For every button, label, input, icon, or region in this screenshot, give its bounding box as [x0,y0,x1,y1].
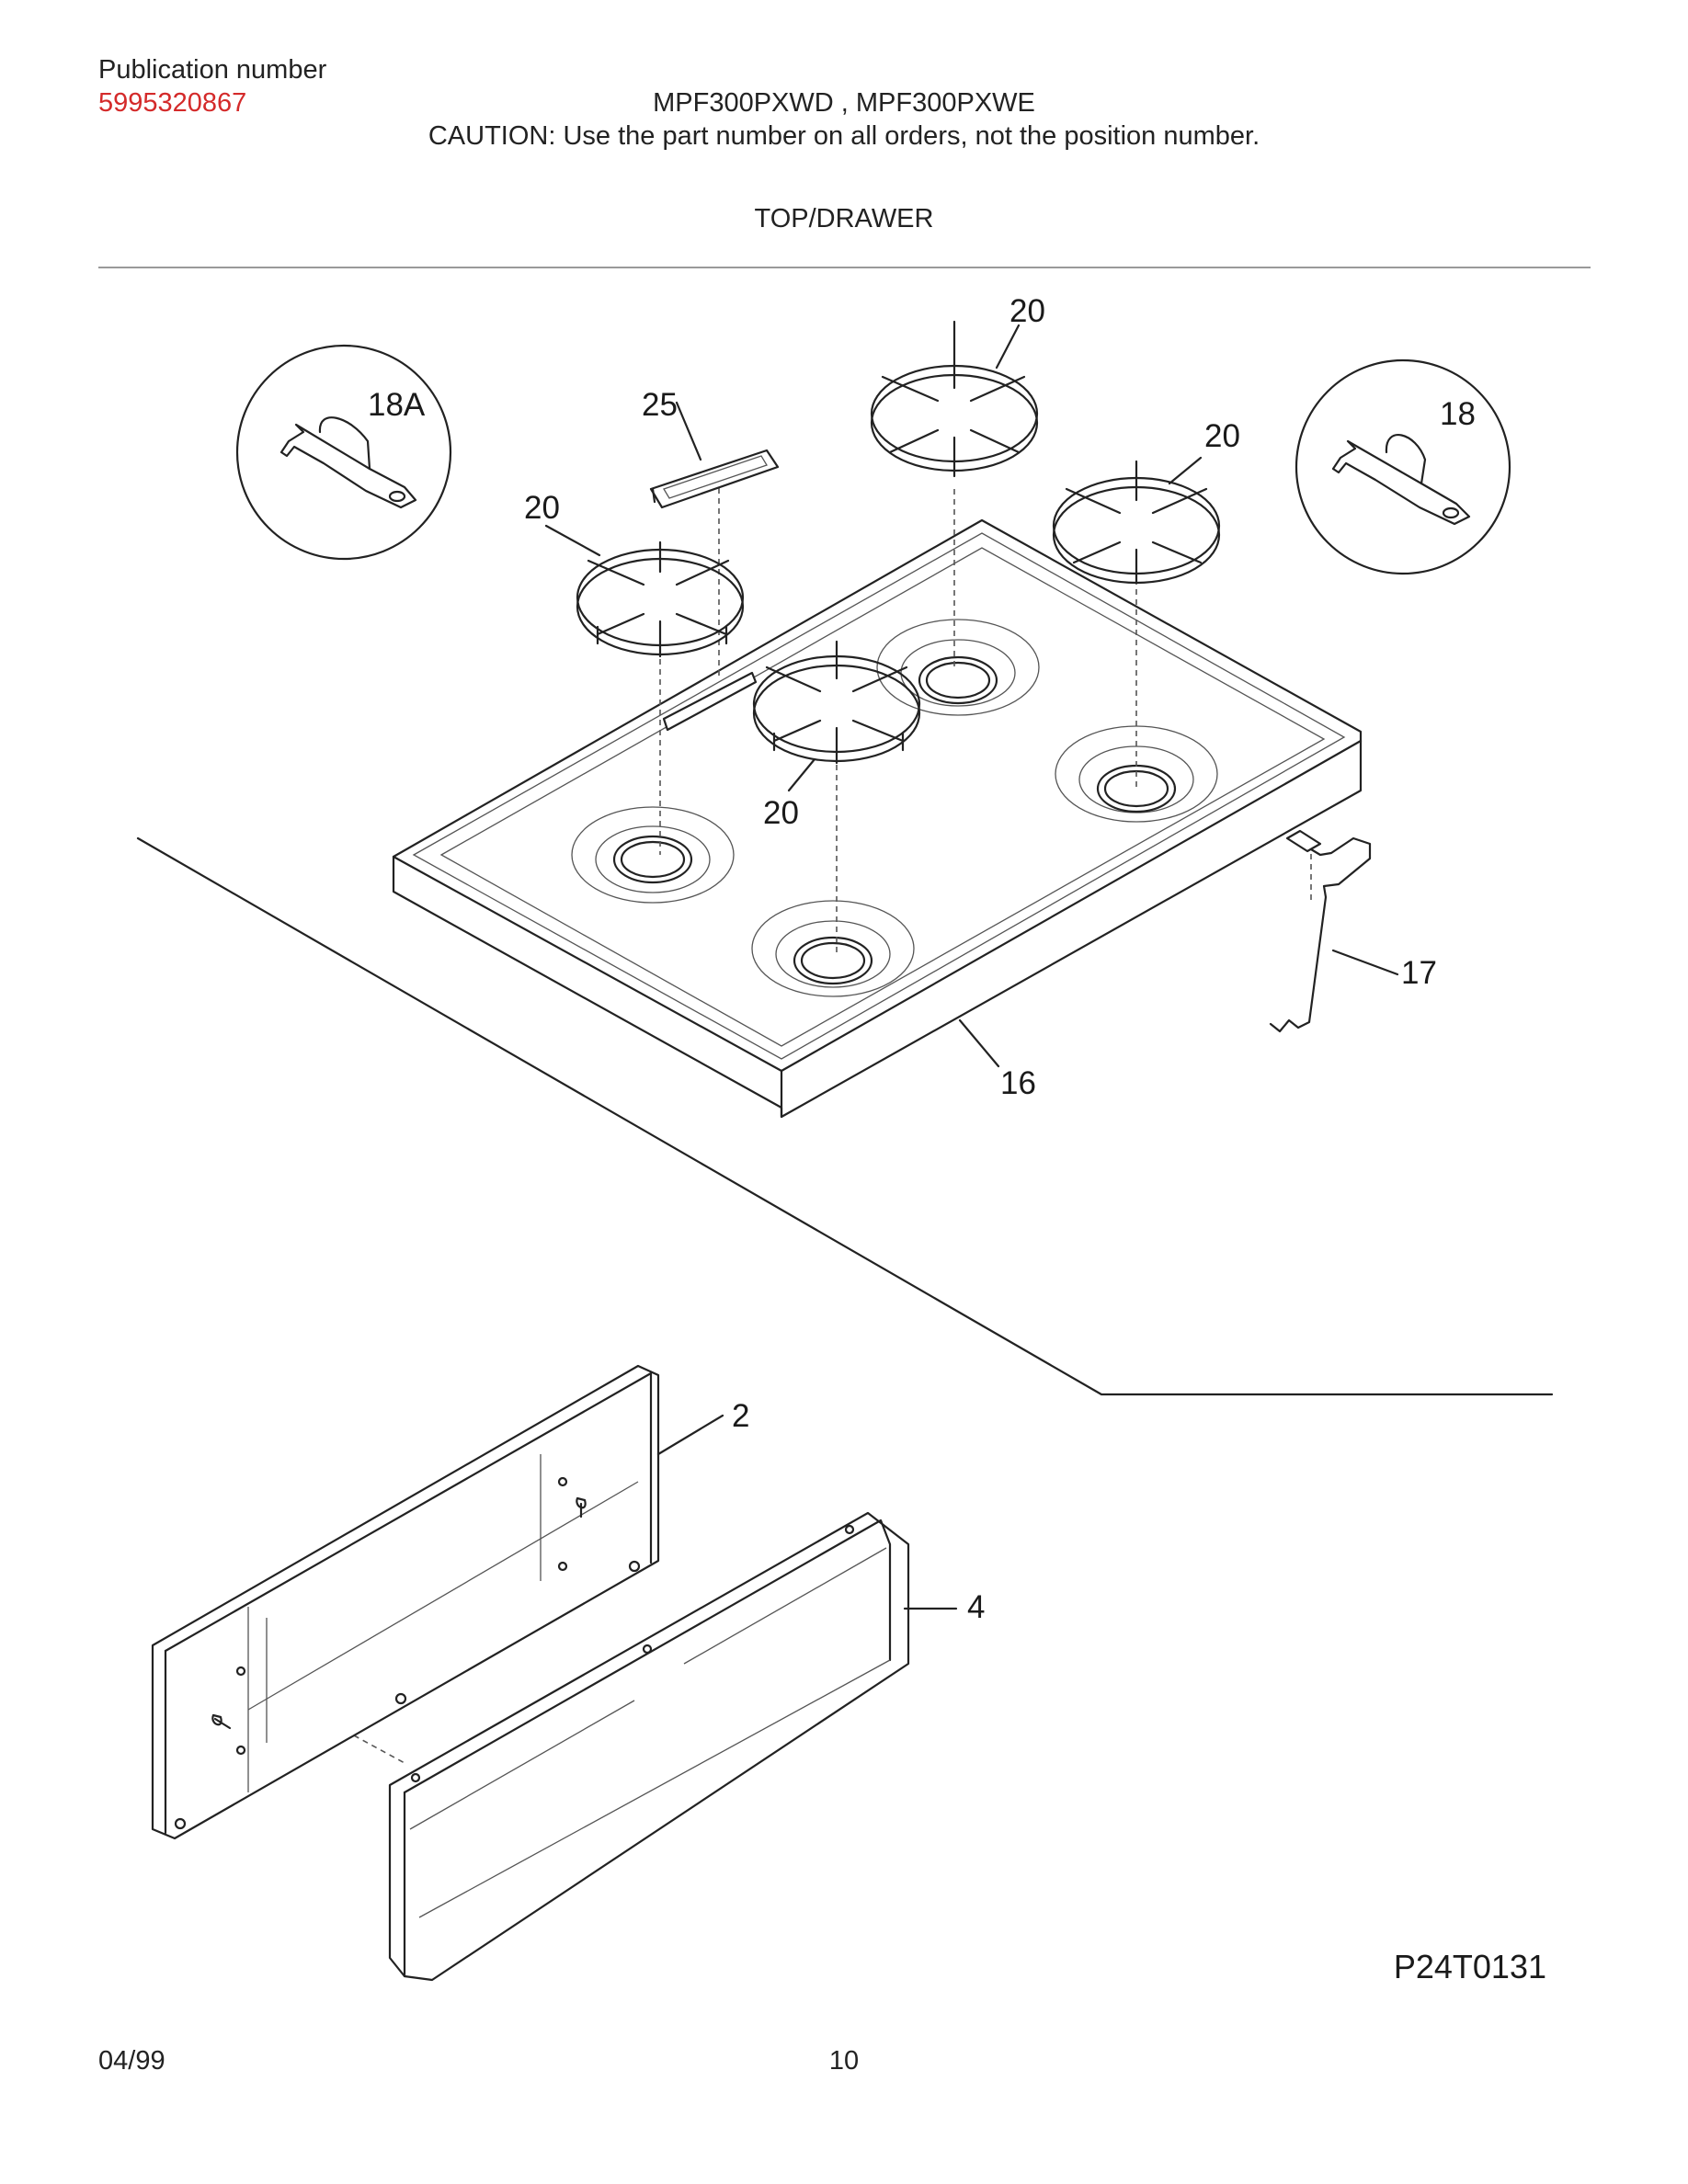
callout-16: 16 [1000,1065,1036,1101]
wire-17 [1269,836,1372,1033]
publication-number: 5995320867 [98,88,247,118]
grate-left [576,540,745,658]
callout-18: 18 [1440,396,1476,432]
grate-center [752,640,921,765]
burner-opening-front-left [571,806,735,904]
grate-top [870,320,1039,478]
panel-2 [151,1364,660,1840]
drawer-front-4 [388,1511,910,1982]
callout-25: 25 [642,387,678,423]
wire-17-connector [1285,829,1322,853]
burner-opening-rear-center [876,619,1040,716]
publication-label: Publication number [98,55,327,85]
leader-lines [544,324,1399,1610]
header-divider [98,267,1591,268]
footer-date: 04/99 [98,2046,165,2076]
detail-bubble-18 [1295,358,1511,575]
caution-note: CAUTION: Use the part number on all orde… [428,121,1260,151]
callout-2: 2 [732,1398,749,1434]
burner-opening-front-center [751,900,915,997]
cooktop-trim-slot [662,671,758,732]
alignment-lines [353,478,1312,1764]
illustration-reference-code: P24T0131 [1394,1948,1546,1985]
callout-17: 17 [1401,955,1437,991]
callout-20-left: 20 [524,490,560,526]
callout-20-top: 20 [1009,293,1045,329]
page-number: 10 [828,2046,860,2076]
separator-line [136,836,1554,1396]
model-numbers: MPF300PXWD , MPF300PXWE [653,88,1035,118]
trim-piece-25 [649,449,780,509]
section-title: TOP/DRAWER [754,204,934,233]
detail-bubble-18A [235,344,452,561]
cooktop-main-top [392,518,1363,1119]
callout-18A: 18A [368,387,426,423]
callout-4: 4 [967,1589,985,1625]
callout-20-right: 20 [1204,418,1240,454]
callout-20-center: 20 [763,795,799,831]
grate-right [1052,460,1221,585]
